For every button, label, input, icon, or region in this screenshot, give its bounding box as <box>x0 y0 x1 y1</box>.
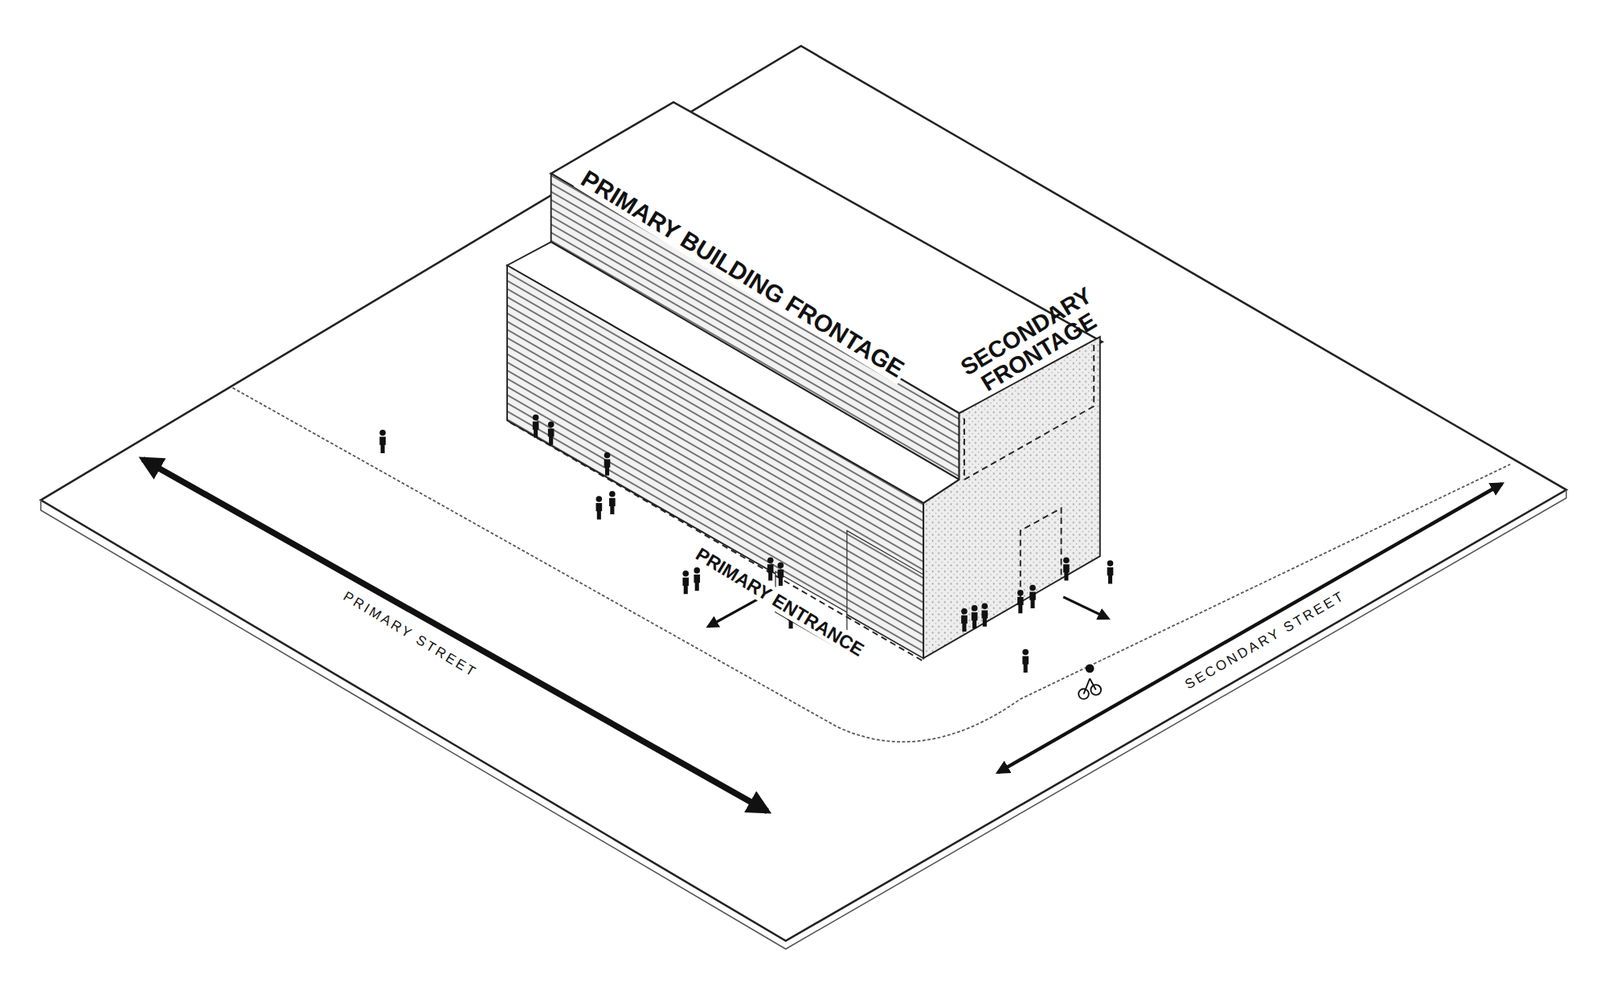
cyclist <box>1078 664 1101 700</box>
pedestrian-body <box>609 498 616 515</box>
pedestrian-body <box>604 459 611 476</box>
pedestrian-head <box>1107 560 1114 567</box>
pedestrian-body <box>1017 597 1024 614</box>
primary-frontage-dash <box>510 422 924 662</box>
secondary-entrance-arrow <box>1063 597 1109 619</box>
pedestrian-head <box>532 414 540 422</box>
pedestrian-head <box>777 562 785 569</box>
secondary-face <box>923 336 1101 659</box>
pedestrian-body <box>971 612 979 629</box>
pedestrian-body <box>682 577 689 594</box>
ground-plate <box>40 45 1567 942</box>
pedestrian-body <box>693 574 700 591</box>
pedestrian-body <box>982 609 989 627</box>
pedestrian-body <box>961 615 968 632</box>
secondary-street-arrow <box>998 483 1502 773</box>
pedestrian-body <box>1029 592 1036 609</box>
pedestrian-head <box>961 608 968 615</box>
pedestrian-head <box>379 429 386 437</box>
primary-street-arrow <box>143 459 768 812</box>
pedestrian-head <box>971 605 979 612</box>
pedestrian-head <box>1022 649 1029 656</box>
secondary-entrance-outline <box>1020 507 1062 597</box>
pedestrian-head <box>767 556 774 564</box>
pedestrian-body <box>596 503 603 520</box>
pedestrian-body <box>777 569 785 586</box>
pedestrians <box>379 414 1114 673</box>
pedestrian-head <box>982 603 989 610</box>
pedestrian-head <box>548 421 555 429</box>
lower-front-face <box>507 265 924 659</box>
pedestrian-body <box>379 437 386 454</box>
pedestrian-head <box>682 570 689 577</box>
pedestrian-body <box>767 564 774 581</box>
pedestrian-body <box>1107 567 1114 584</box>
pedestrian-head <box>604 452 611 459</box>
pedestrian-head <box>596 495 603 503</box>
pedestrian-body <box>1063 564 1070 581</box>
pedestrian-body <box>1022 656 1029 673</box>
pedestrian-head <box>693 567 700 574</box>
pedestrian-body <box>532 421 540 438</box>
pedestrian-head <box>1029 585 1036 592</box>
pedestrian-head <box>1063 556 1070 564</box>
pedestrian-body <box>548 428 555 445</box>
pedestrian-head <box>1017 589 1024 597</box>
pedestrian-head <box>609 491 616 498</box>
